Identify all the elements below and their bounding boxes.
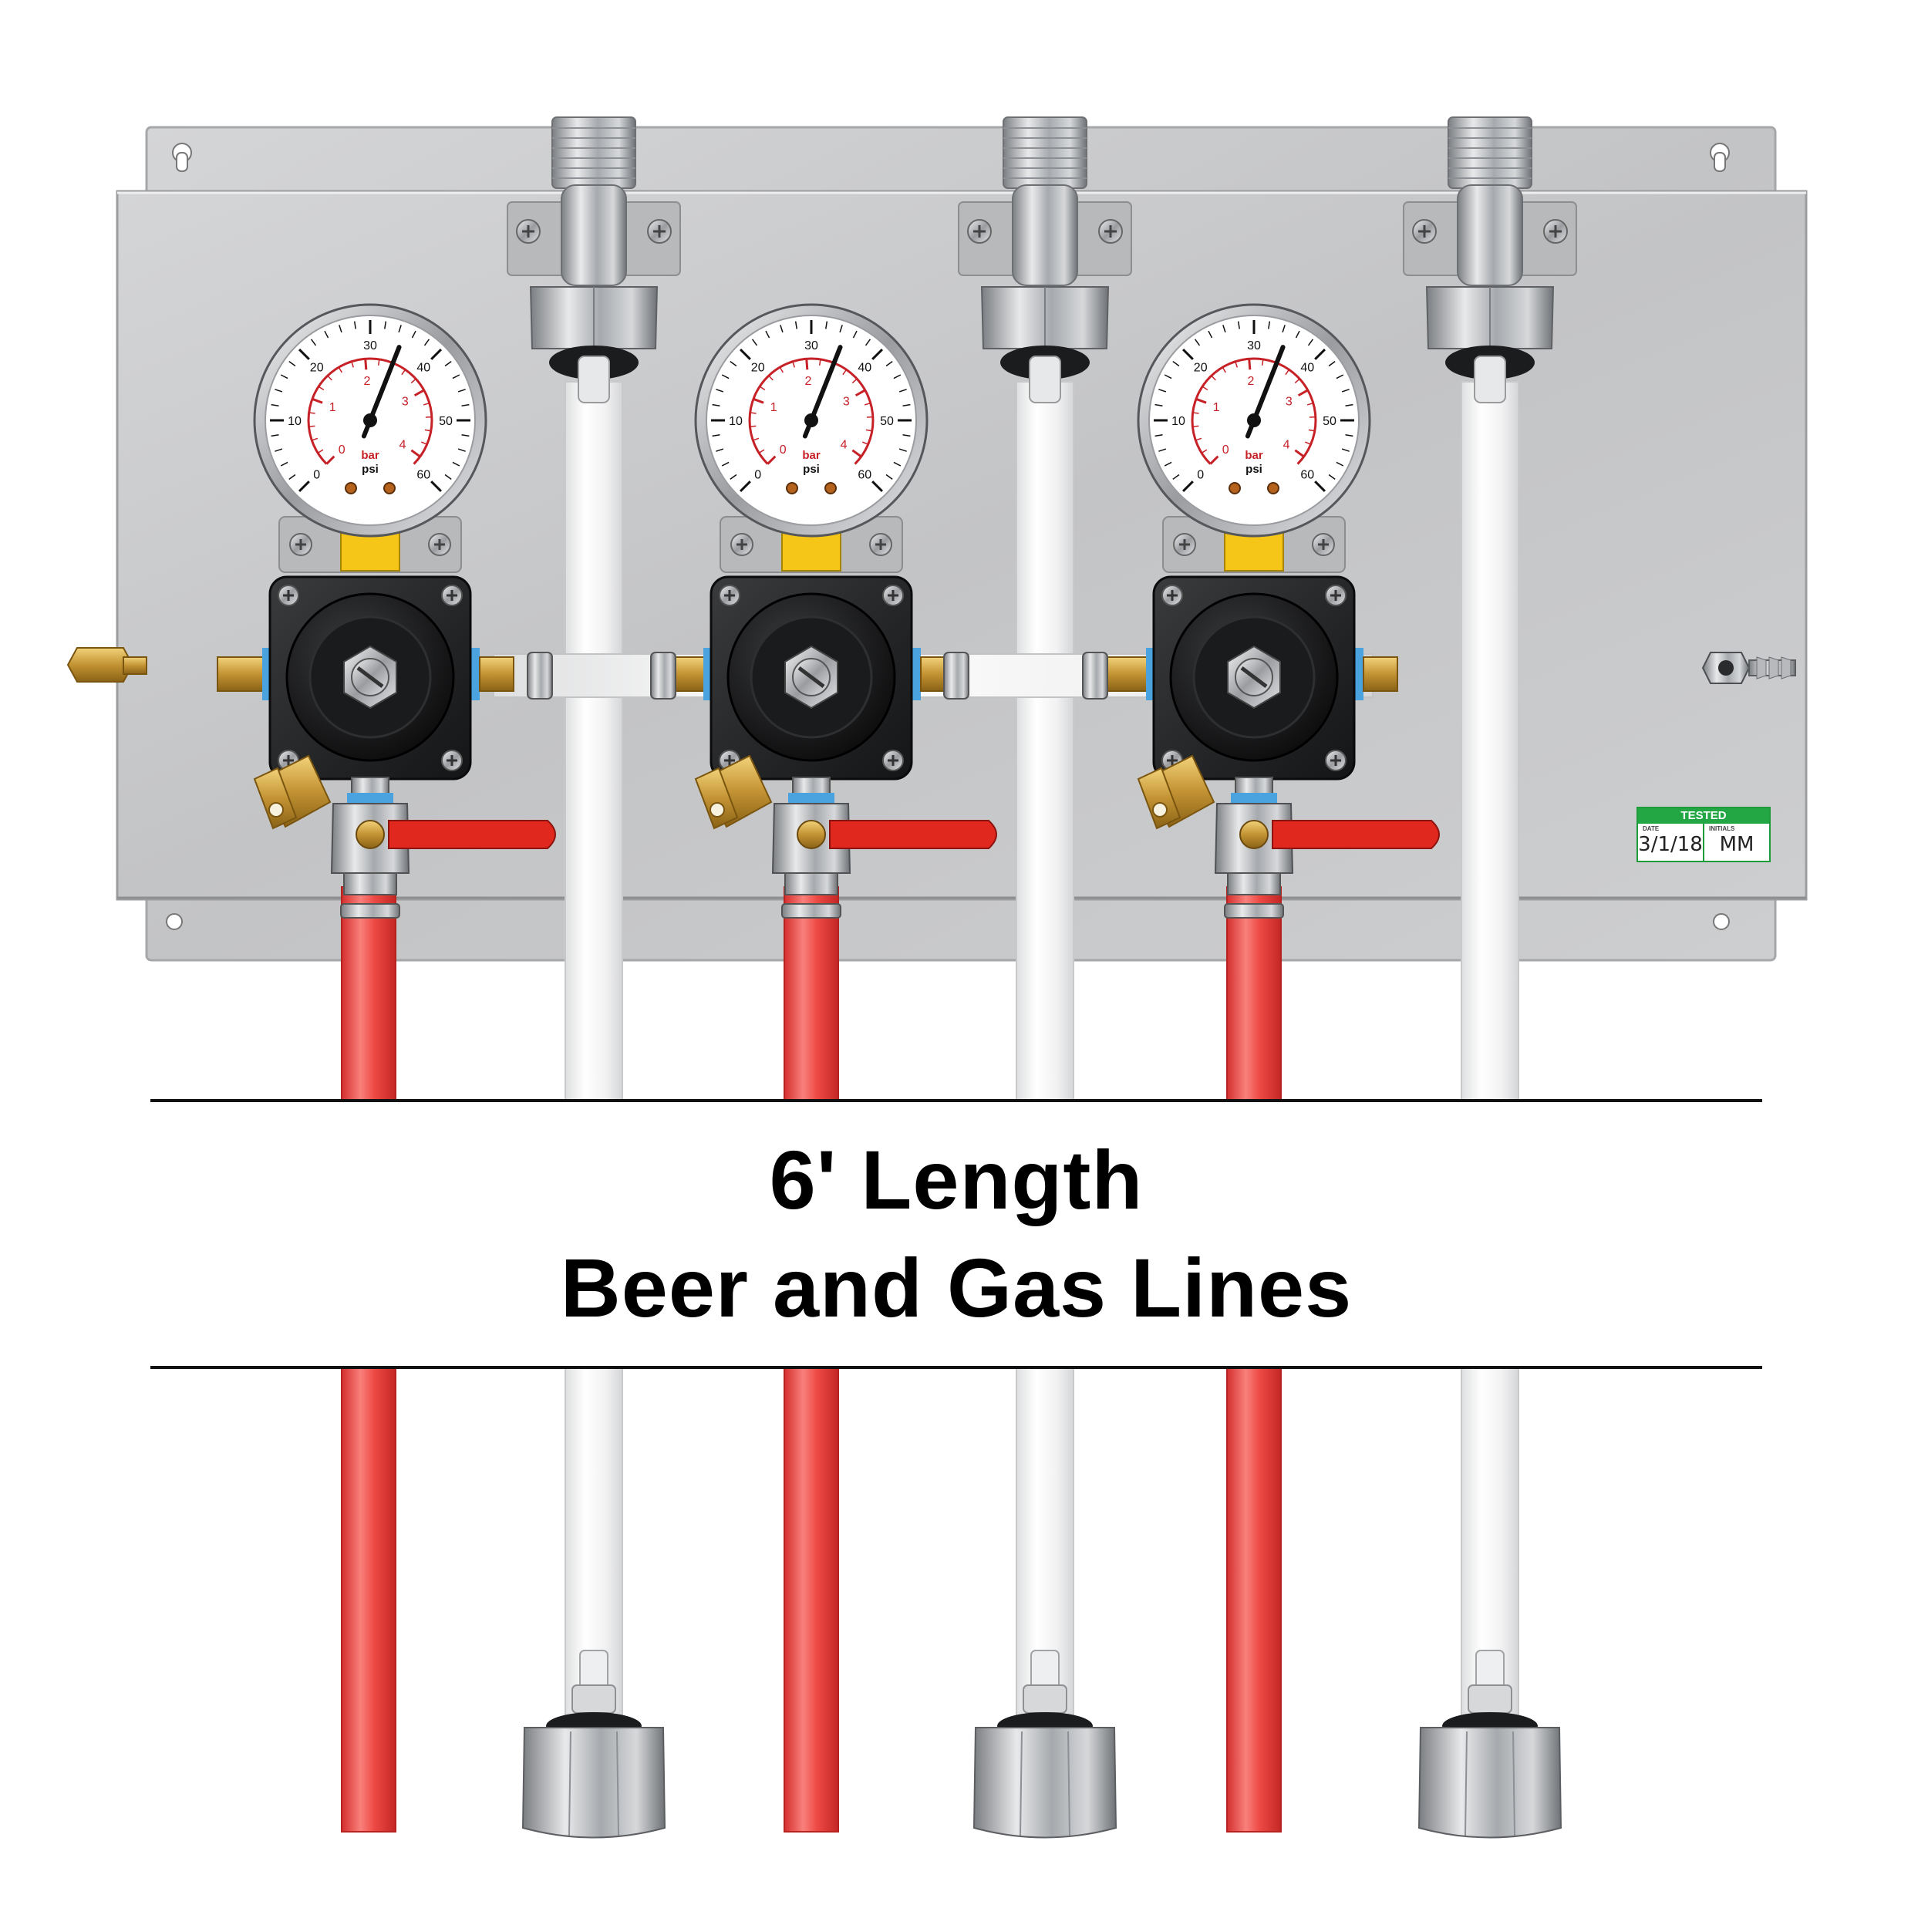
tested-tag: TESTED DATE 3/1/18 INITIALS MM xyxy=(1636,807,1771,862)
tested-tag-date-label: DATE xyxy=(1643,825,1659,832)
bottom-fittings xyxy=(523,1650,1561,1838)
gauge-psi-label: 50 xyxy=(880,415,894,428)
beer-line xyxy=(565,382,622,1739)
gauge-bar-label: 4 xyxy=(1283,439,1290,452)
crimp-ring xyxy=(651,652,676,699)
tested-tag-date: 3/1/18 xyxy=(1638,833,1703,856)
gauge-unit-bar: bar xyxy=(1245,449,1263,462)
brass-fitting xyxy=(480,657,514,691)
o-ring xyxy=(788,793,834,804)
gauge-bar-label: 1 xyxy=(770,401,777,414)
gauge-psi-label: 10 xyxy=(1171,415,1185,428)
gauge-psi-label: 50 xyxy=(1323,415,1336,428)
gauge-unit-psi: psi xyxy=(1245,463,1262,476)
tested-tag-initials-label: INITIALS xyxy=(1709,825,1734,832)
gauge-psi-label: 50 xyxy=(439,415,453,428)
hose-clamp xyxy=(782,904,841,918)
gauge-psi-label: 40 xyxy=(416,362,430,375)
gauge-psi-label: 20 xyxy=(1194,362,1208,375)
mount-hole-icon xyxy=(1714,914,1729,929)
mount-hole-icon xyxy=(167,914,182,929)
crimp-ring xyxy=(1083,652,1107,699)
gauge-bar-label: 0 xyxy=(339,443,345,457)
beer-line xyxy=(1461,382,1518,1739)
caption-title: 6' Length xyxy=(770,1126,1144,1234)
gauge-psi-label: 30 xyxy=(1247,339,1261,352)
gauge-bar-label: 0 xyxy=(780,443,787,457)
gauge-psi-label: 0 xyxy=(313,468,320,481)
gauge-psi-label: 0 xyxy=(1197,468,1204,481)
hose-clamp xyxy=(341,904,399,918)
o-ring xyxy=(347,793,393,804)
caption-band: 6' Length Beer and Gas Lines xyxy=(150,1099,1762,1369)
gauge-bar-label: 1 xyxy=(1213,401,1220,414)
gauge-unit-bar: bar xyxy=(802,449,821,462)
gauge-psi-label: 10 xyxy=(288,415,302,428)
beer-line xyxy=(1016,382,1074,1739)
gauge-bar-label: 3 xyxy=(402,396,409,409)
valve-handle xyxy=(830,821,996,848)
gauge-psi-label: 20 xyxy=(310,362,324,375)
gauge-unit-psi: psi xyxy=(803,463,820,476)
gauge-unit-bar: bar xyxy=(361,449,379,462)
coupling-nut xyxy=(1419,1650,1561,1838)
gauge-bar-label: 3 xyxy=(843,396,850,409)
gauge-psi-label: 30 xyxy=(363,339,377,352)
caption-subtitle: Beer and Gas Lines xyxy=(561,1234,1352,1342)
valve-handle xyxy=(1272,821,1439,848)
gauge-bar-label: 4 xyxy=(841,439,848,452)
gauge-bar-label: 3 xyxy=(1286,396,1293,409)
brass-fitting xyxy=(217,657,264,691)
o-ring xyxy=(1231,793,1277,804)
gauge-bar-label: 0 xyxy=(1222,443,1229,457)
gauge-bar-label: 1 xyxy=(329,401,336,414)
o-ring xyxy=(1354,648,1363,700)
gauge-bar-label: 2 xyxy=(1247,375,1254,388)
gauge-psi-label: 20 xyxy=(751,362,765,375)
hose-clamp xyxy=(1225,904,1283,918)
coupling-nut xyxy=(523,1650,665,1838)
gauge-psi-label: 40 xyxy=(1300,362,1314,375)
gauge-unit-psi: psi xyxy=(362,463,379,476)
crimp-ring xyxy=(528,652,552,699)
brass-fitting xyxy=(1363,657,1397,691)
o-ring xyxy=(912,648,921,700)
o-ring xyxy=(470,648,480,700)
gauge-bar-label: 2 xyxy=(804,375,811,388)
gauge-psi-label: 30 xyxy=(804,339,818,352)
crimp-ring xyxy=(944,652,969,699)
gauge-psi-label: 0 xyxy=(754,468,761,481)
gauge-bar-label: 4 xyxy=(399,439,406,452)
valve-handle xyxy=(389,821,555,848)
gauge-psi-label: 60 xyxy=(858,468,871,481)
gauge-psi-label: 60 xyxy=(416,468,430,481)
tested-tag-initials: MM xyxy=(1704,833,1769,856)
coupling-nut xyxy=(974,1650,1116,1838)
tested-tag-header: TESTED xyxy=(1638,808,1769,824)
gauge-psi-label: 40 xyxy=(858,362,871,375)
gauge-psi-label: 10 xyxy=(729,415,743,428)
gauge-psi-label: 60 xyxy=(1300,468,1314,481)
gauge-bar-label: 2 xyxy=(363,375,370,388)
